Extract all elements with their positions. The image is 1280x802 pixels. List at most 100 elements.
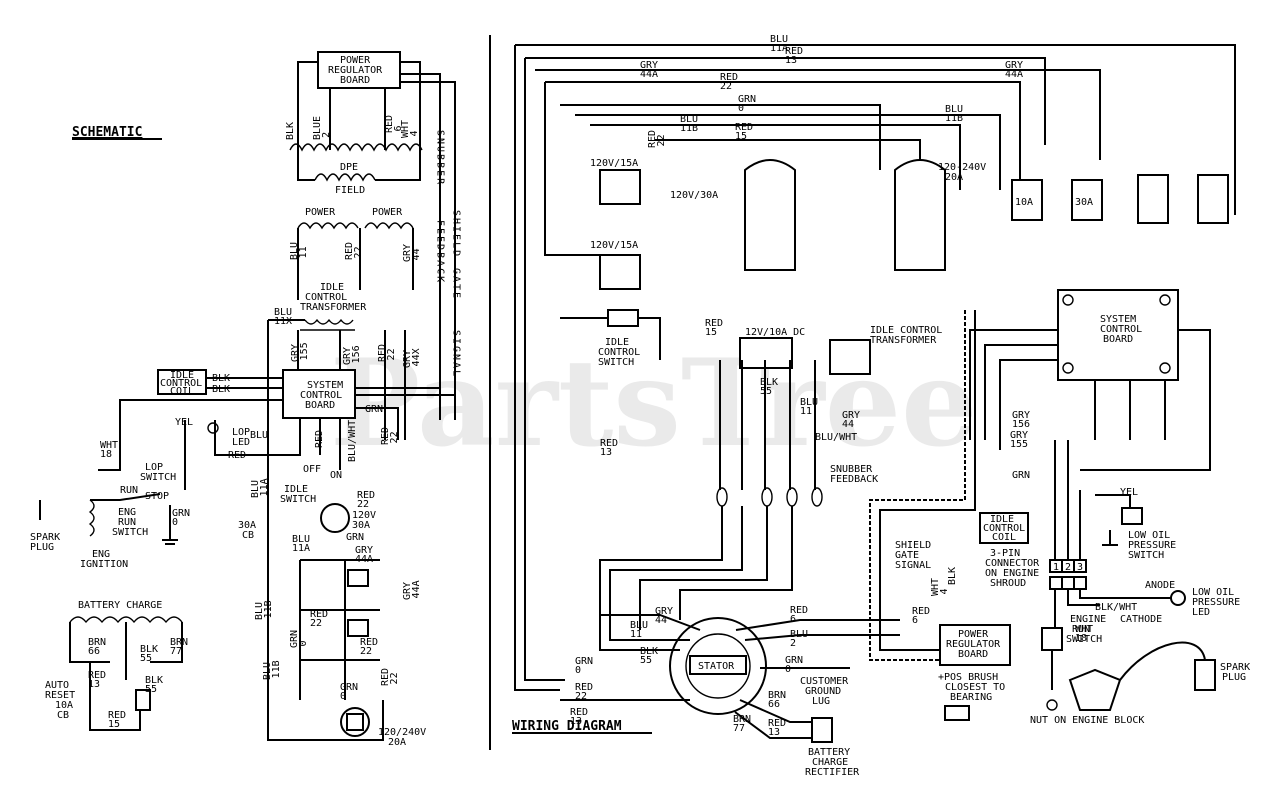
- sch-stop: STOP: [145, 491, 169, 502]
- sch-scb-3: BOARD: [305, 400, 335, 411]
- wd-blkwht: BLK/WHT: [1095, 602, 1137, 613]
- sch-wire-label-6: GRY44: [402, 244, 422, 262]
- sch-wire-label-30: GRN0: [289, 630, 309, 648]
- wd-lug-3: LUG: [812, 696, 830, 707]
- wd-rec-3: 120V/30A: [670, 190, 718, 201]
- wd-idle-coil-box: [979, 512, 1029, 544]
- wd-rec-5: 20A: [945, 172, 963, 183]
- wd-power-regulator-box: [939, 624, 1011, 666]
- wd-stator-inner: [685, 633, 751, 699]
- wd-prb-1: POWER: [958, 629, 989, 640]
- sch-wire-label-19: RED22: [380, 427, 400, 445]
- wd-shield-2: GATE: [895, 550, 919, 561]
- sch-120v30a-2: 30A: [352, 520, 370, 531]
- wd-breaker-10a: [1011, 179, 1043, 221]
- wd-coil-1: IDLE: [990, 514, 1014, 525]
- sch-engrun-2: RUN: [118, 517, 136, 528]
- wd-pin-1: 1: [1053, 562, 1059, 573]
- sch-auto-1: AUTO: [45, 680, 69, 691]
- wd-system-control-box: [1057, 289, 1179, 381]
- wd-spark-plug: [1194, 659, 1216, 691]
- sch-wire-label-23: BLU11A: [250, 478, 270, 498]
- wd-los-2: PRESSURE: [1128, 540, 1176, 551]
- sch-prb-line1: POWER: [340, 55, 371, 66]
- sch-lop-led-2: LED: [232, 437, 250, 448]
- wd-lol-1: LOW OIL: [1192, 587, 1234, 598]
- wd-prb-3: BOARD: [958, 649, 988, 660]
- sch-wire-label-15: GRN: [365, 404, 383, 415]
- sch-field-label: FIELD: [335, 185, 365, 196]
- wd-dc: 12V/10A DC: [745, 327, 805, 338]
- sch-auto-2: RESET: [45, 690, 75, 701]
- wd-br-1: BATTERY: [808, 747, 850, 758]
- sch-wire-label-11: GRY44X: [402, 348, 422, 368]
- wd-connector-top: 1 2 3: [1049, 559, 1087, 573]
- wd-los-1: LOW OIL: [1128, 530, 1170, 541]
- wd-isw-2: CONTROL: [598, 347, 640, 358]
- sch-vertical-label-4: SIGNAL: [451, 330, 462, 378]
- sch-run: RUN: [120, 485, 138, 496]
- sch-dpe-label: DPE: [340, 162, 358, 173]
- wd-lol-2: PRESSURE: [1192, 597, 1240, 608]
- wiring-title: WIRING DIAGRAM: [512, 719, 622, 734]
- sch-wire-label-27: BLU11B: [254, 600, 274, 620]
- wd-itx-1: IDLE CONTROL: [870, 325, 942, 336]
- sch-wire-label-10: RED22: [377, 344, 397, 362]
- sch-idle-coil-box: [157, 369, 207, 395]
- sch-off: OFF: [303, 464, 321, 475]
- sch-engrun-3: SWITCH: [112, 527, 148, 538]
- wd-lug-2: GROUND: [805, 686, 841, 697]
- wd-snub-2: FEEDBACK: [830, 474, 878, 485]
- sch-auto-3: 10A: [55, 700, 73, 711]
- sch-wire-label-14: YEL: [175, 417, 193, 428]
- sch-30a-cb-1: 30A: [238, 520, 256, 531]
- sch-wire-label-12: BLK: [212, 373, 230, 384]
- sch-vertical-label-2: SHIELD: [451, 210, 462, 258]
- wd-low-oil-switch: [1121, 507, 1143, 525]
- sch-lop-led-1: LOP: [232, 427, 250, 438]
- sch-vertical-label-0: SNUBBER: [435, 130, 446, 186]
- schematic-panel: SCHEMATIC POWER REGULATOR BOARD DPE FIEL…: [30, 51, 462, 748]
- sch-wire-label-9: GRY156: [342, 345, 362, 365]
- wd-isw-3: SWITCH: [598, 357, 634, 368]
- sch-wire-label-29: GRY44A: [402, 580, 422, 600]
- wd-ers-3: SWITCH: [1066, 634, 1102, 645]
- sch-120v30a-1: 120V: [352, 510, 376, 521]
- wd-120v15a-lower: [599, 254, 641, 290]
- sch-prb-line2: REGULATOR: [328, 65, 383, 76]
- wd-idle-switch: [607, 309, 639, 327]
- wd-pin-2: 2: [1065, 562, 1071, 573]
- wd-scb-3: BOARD: [1103, 334, 1133, 345]
- wd-brk-30a: 30A: [1075, 197, 1093, 208]
- sch-120240-2: 20A: [388, 737, 406, 748]
- wiring-panel: WIRING DIAGRAM 120V/15A 120V/15A 120V/30…: [512, 34, 1250, 778]
- wd-top-label-9: RED22: [647, 130, 667, 148]
- sch-wire-label-1: BLUE2: [312, 116, 332, 140]
- sch-wire-label-8: GRY155: [290, 342, 310, 362]
- wd-brush-3: BEARING: [950, 692, 992, 703]
- sch-power-left: POWER: [305, 207, 336, 218]
- sch-vertical-label-3: GATE: [451, 268, 462, 300]
- wd-rec-2: 120V/15A: [590, 240, 638, 251]
- sch-120-240v-receptacle: [340, 707, 370, 737]
